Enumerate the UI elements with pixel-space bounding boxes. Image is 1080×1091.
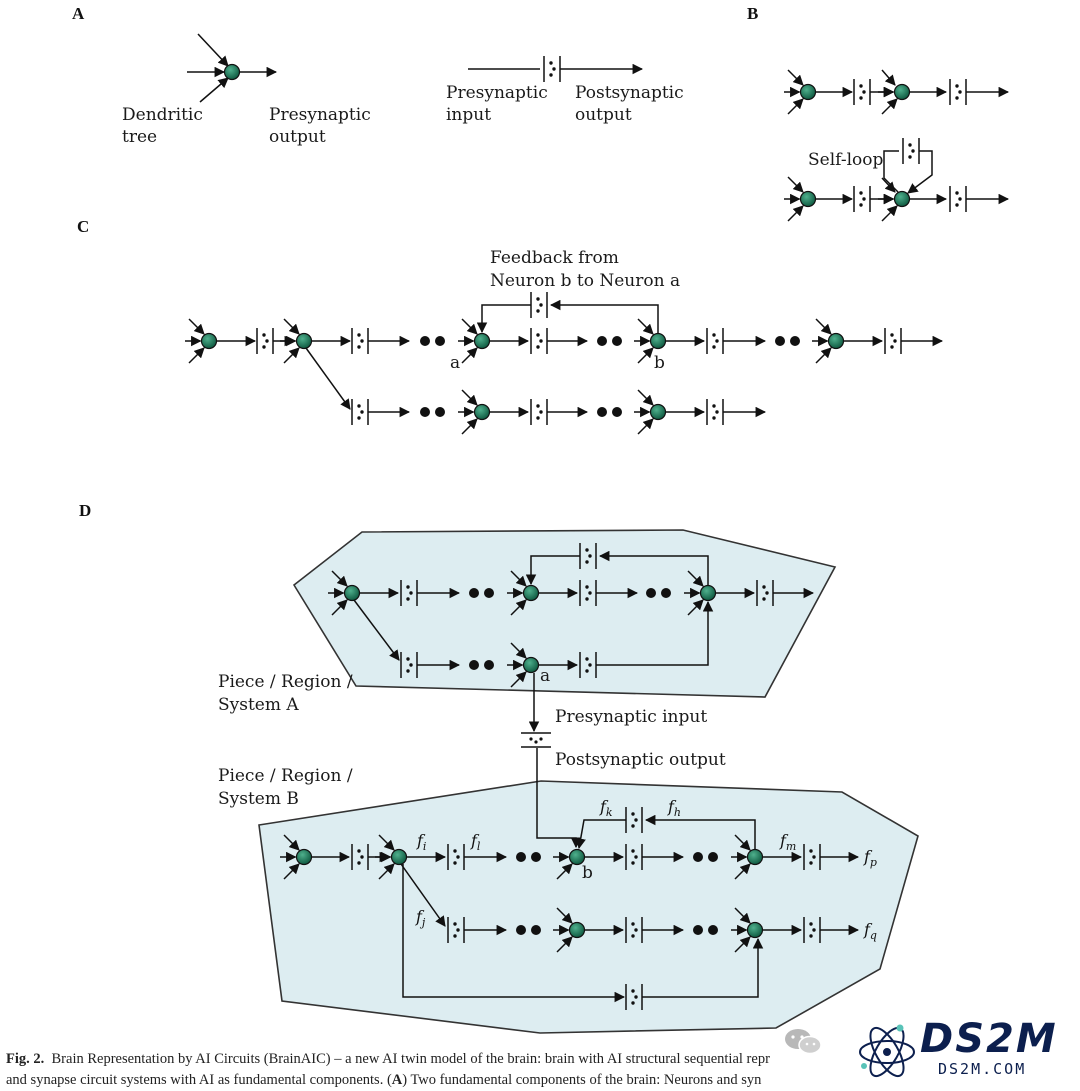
neuron-icon [893, 83, 911, 101]
postsynaptic-output-label: Postsynaptic [575, 83, 684, 103]
figure-caption: Fig. 2. Brain Representation by AI Circu… [6, 1049, 846, 1091]
neuron-icon [799, 190, 817, 208]
synapse-icon [530, 292, 548, 318]
ellipsis-dots [469, 588, 494, 598]
system-a-label: Piece / Region / [218, 672, 353, 692]
region-b [258, 780, 919, 1034]
neuron-b-label-d: b [582, 863, 593, 883]
synapse-icon [949, 186, 967, 212]
presynaptic-input-label: Presynaptic [446, 83, 548, 103]
feedback-label-2: Neuron b to Neuron a [490, 271, 680, 291]
panel-c: Feedback from Neuron b to Neuron a a b [185, 248, 944, 435]
presynaptic-input-label-2: input [446, 105, 491, 125]
dendritic-tree-label-2: tree [122, 127, 157, 147]
neuron-icon [343, 584, 361, 602]
neuron-icon [746, 848, 764, 866]
synapse-icon [949, 79, 967, 105]
synapse-icon [706, 399, 724, 425]
feedback-label: Feedback from [490, 248, 619, 268]
presynaptic-input-label-d: Presynaptic input [555, 707, 707, 727]
figure-diagram: A B C D Dendritic tree Presynaptic outpu… [72, 4, 1010, 1034]
ellipsis-dots [597, 336, 622, 346]
panel-label-a: A [72, 4, 85, 23]
function-label-fj: fj [415, 907, 426, 929]
neuron-icon [746, 921, 764, 939]
region-a [292, 529, 837, 698]
ellipsis-dots [693, 925, 718, 935]
panel-d: Piece / Region / System A Piece / Region… [218, 529, 919, 1034]
watermark-sub-text: DS2M.COM [938, 1060, 1027, 1078]
neuron-icon [893, 190, 911, 208]
neuron-icon [649, 332, 667, 350]
synapse-icon [351, 328, 369, 354]
neuron-icon [473, 403, 491, 421]
synapse-icon [543, 56, 561, 82]
neuron-b-label: b [654, 353, 665, 373]
neuron-icon [522, 584, 540, 602]
presynaptic-output-label-2: output [269, 127, 326, 147]
synapse-icon [902, 138, 920, 164]
synapse-icon [530, 399, 548, 425]
panel-label-c: C [77, 217, 89, 236]
neuron-icon [473, 332, 491, 350]
function-label-fl: fl [470, 831, 481, 853]
caption-line-2a: and synapse circuit systems with AI as f… [6, 1072, 392, 1088]
ellipsis-dots [469, 660, 494, 670]
panel-a: Dendritic tree Presynaptic output Presyn… [122, 33, 684, 147]
ellipsis-dots [693, 852, 718, 862]
caption-line-1: Brain Representation by AI Circuits (Bra… [51, 1051, 770, 1067]
synapse-icon [351, 399, 369, 425]
synapse-icon [256, 328, 274, 354]
wechat-icon [785, 1029, 822, 1055]
ellipsis-dots [516, 925, 541, 935]
neuron-icon [827, 332, 845, 350]
caption-line-2-bold: A [391, 1072, 403, 1088]
ellipsis-dots [597, 407, 622, 417]
neuron-icon [568, 848, 586, 866]
presynaptic-output-label: Presynaptic [269, 105, 371, 125]
ellipsis-dots [420, 407, 445, 417]
function-label-fi: fi [416, 831, 426, 853]
neuron-icon [799, 83, 817, 101]
ellipsis-dots [516, 852, 541, 862]
inter-region-synapse-icon [521, 732, 551, 748]
system-a-label-2: System A [218, 695, 299, 715]
panel-b: Self-loop [784, 69, 1010, 222]
ellipsis-dots [420, 336, 445, 346]
ellipsis-dots [646, 588, 671, 598]
system-b-label-2: System B [218, 789, 299, 809]
ellipsis-dots [775, 336, 800, 346]
synapse-icon [579, 543, 597, 569]
neuron-icon [223, 63, 241, 81]
neuron-icon [295, 332, 313, 350]
dendritic-tree-label: Dendritic [122, 105, 203, 125]
panel-label-b: B [747, 4, 758, 23]
synapse-icon [853, 79, 871, 105]
neuron-icon [522, 656, 540, 674]
neuron-icon [390, 848, 408, 866]
neuron-a-label: a [450, 353, 460, 373]
postsynaptic-output-label-2: output [575, 105, 632, 125]
atom-logo-icon [859, 1024, 915, 1078]
neuron-icon [200, 332, 218, 350]
neuron-a-label-d: a [540, 666, 550, 686]
synapse-icon [530, 328, 548, 354]
panel-label-d: D [79, 501, 91, 520]
figure-number: Fig. 2. [6, 1051, 45, 1067]
postsynaptic-output-label-d: Postsynaptic output [555, 750, 726, 770]
self-loop-label: Self-loop [808, 150, 883, 170]
neuron-icon [649, 403, 667, 421]
synapse-icon [853, 186, 871, 212]
synapse-icon [400, 580, 418, 606]
caption-line-2b: ) Two fundamental components of the brai… [402, 1072, 762, 1088]
synapse-icon [884, 328, 902, 354]
neuron-icon [699, 584, 717, 602]
neuron-icon [295, 848, 313, 866]
synapse-icon [706, 328, 724, 354]
watermark-logo-text: DS2M [920, 1016, 1058, 1062]
neuron-icon [568, 921, 586, 939]
system-b-label: Piece / Region / [218, 766, 353, 786]
